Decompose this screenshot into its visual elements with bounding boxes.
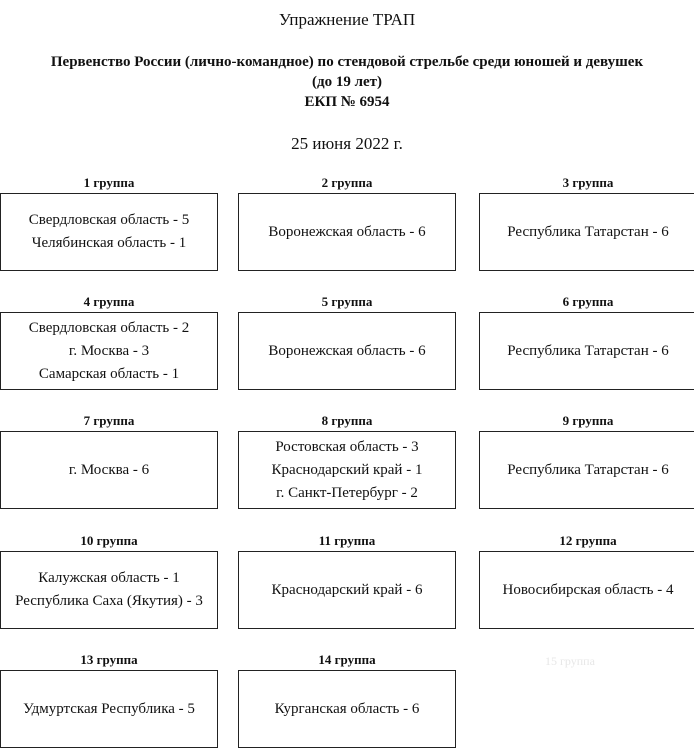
group-label: 10 группа [80,533,138,548]
group-box: Удмуртская Республика - 5 [0,670,218,748]
group-label: 7 группа [83,413,135,428]
group-box: Республика Татарстан - 6 [479,431,694,509]
group-box: Свердловская область - 5 Челябинская обл… [0,193,218,271]
group-entry: Свердловская область - 5 [28,212,190,228]
group-entry: Краснодарский край - 6 [271,581,423,598]
group-label: 14 группа [318,652,376,667]
group-entry: Новосибирская область - 4 [502,581,674,598]
ekp-number: ЕКП № 6954 [304,94,390,110]
group-8: 8 группа Ростовская область - 3 Краснода… [238,413,456,509]
group-label: 9 группа [562,413,614,428]
group-entry: Республика Татарстан - 6 [507,223,669,240]
group-box: Калужская область - 1 Республика Саха (Я… [0,551,218,629]
event-date: 25 июня 2022 г. [291,134,403,153]
group-5: 5 группа Воронежская область - 6 [238,294,456,390]
group-box: Воронежская область - 6 [238,193,456,271]
group-14: 14 группа Курганская область - 6 [238,652,456,748]
group-entry: Краснодарский край - 1 [271,461,423,478]
competition-name: Первенство России (лично-командное) по с… [50,54,644,70]
group-entry: Свердловская область - 2 [28,319,190,336]
group-2: 2 группа Воронежская область - 6 [238,175,456,271]
group-box: Курганская область - 6 [238,670,456,748]
group-1: 1 группа Свердловская область - 5 Челяби… [0,175,218,271]
group-label: 12 группа [559,533,617,548]
group-box: Ростовская область - 3 Краснодарский кра… [238,431,456,509]
group-entry: г. Москва - 3 [68,342,150,359]
group-entry: Удмуртская Республика - 5 [23,700,195,717]
group-box: Новосибирская область - 4 [479,551,694,629]
group-9: 9 группа Республика Татарстан - 6 [479,413,694,509]
group-label: 6 группа [562,294,614,309]
group-entry: Воронежская область - 6 [268,342,426,359]
group-7: 7 группа г. Москва - 6 [0,413,218,509]
group-label: 11 группа [318,533,376,548]
group-12: 12 группа Новосибирская область - 4 [479,533,694,629]
group-entry: г. Москва - 6 [68,461,150,478]
group-entry: Ростовская область - 3 [275,438,419,455]
group-entry: Самарская область - 1 [38,365,180,382]
group-entry: Республика Саха (Якутия) - 3 [15,593,203,609]
group-box: Республика Татарстан - 6 [479,193,694,271]
group-label: 3 группа [562,175,614,190]
group-6: 6 группа Республика Татарстан - 6 [479,294,694,390]
group-box: Республика Татарстан - 6 [479,312,694,390]
group-label: 5 группа [321,294,373,309]
group-13: 13 группа Удмуртская Республика - 5 [0,652,218,748]
faded-group-label: 15 группа [545,654,595,668]
group-entry: Республика Татарстан - 6 [507,342,669,359]
group-box: Краснодарский край - 6 [238,551,456,629]
group-4: 4 группа Свердловская область - 2 г. Мос… [0,294,218,390]
group-entry: Курганская область - 6 [274,700,420,717]
group-label: 4 группа [83,294,135,309]
page-title: Упражнение ТРАП [278,10,416,29]
group-label: 1 группа [83,175,135,190]
group-3: 3 группа Республика Татарстан - 6 [479,175,694,271]
group-entry: Республика Татарстан - 6 [507,461,669,478]
competition-title: Первенство России (лично-командное) по с… [0,52,694,112]
group-label: 2 группа [321,175,373,190]
group-box: Свердловская область - 2 г. Москва - 3 С… [0,312,218,390]
group-entry: Воронежская область - 6 [268,223,426,240]
group-label: 8 группа [321,413,373,428]
group-11: 11 группа Краснодарский край - 6 [238,533,456,629]
group-label: 13 группа [80,652,138,667]
group-box: г. Москва - 6 [0,431,218,509]
age-category: (до 19 лет) [311,74,383,90]
group-entry: г. Санкт-Петербург - 2 [276,484,418,501]
group-box: Воронежская область - 6 [238,312,456,390]
group-entry: Челябинская область - 1 [31,235,187,251]
group-entry: Калужская область - 1 [38,570,180,586]
group-10: 10 группа Калужская область - 1 Республи… [0,533,218,629]
